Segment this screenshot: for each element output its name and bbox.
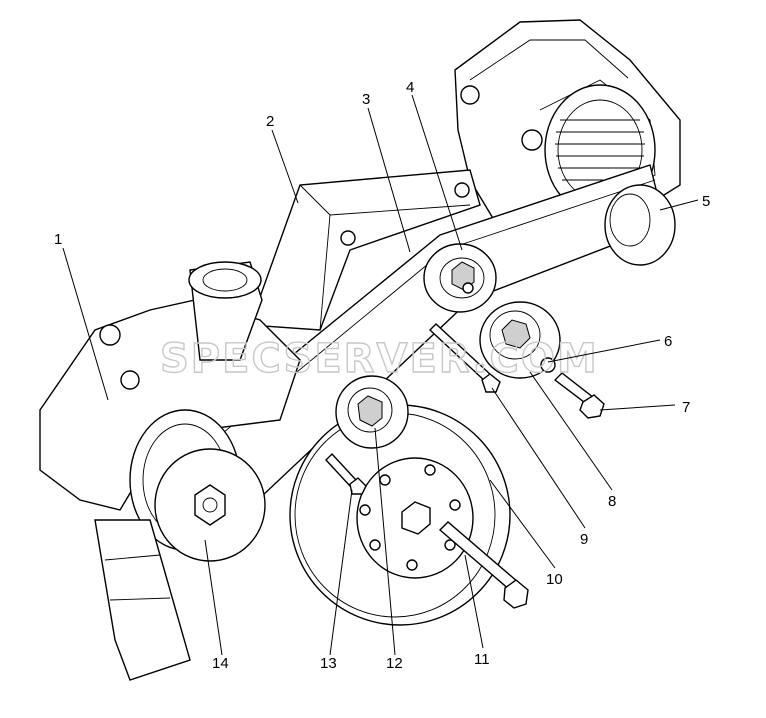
- crankshaft-bolt: [438, 521, 529, 609]
- callout-8: 8: [608, 493, 616, 510]
- callout-5: 5: [702, 193, 710, 210]
- crankshaft-pulley: [289, 404, 511, 626]
- idler-pulley: [479, 301, 605, 419]
- tensioner-bolt: [428, 323, 501, 393]
- alternator-pulley: [604, 184, 676, 266]
- tensioner-pulley: [423, 243, 497, 313]
- callout-11: 11: [474, 651, 490, 668]
- callout-9: 9: [580, 531, 588, 548]
- leader-lines: [62, 94, 699, 656]
- callout-10: 10: [546, 571, 563, 588]
- mounting-bracket: [249, 169, 481, 331]
- watermark: SPECSERVER.COM: [160, 336, 599, 382]
- callout-labels: 1 2 3 4 5 6 7 8 9 10 11 12 13 14: [54, 79, 710, 672]
- callout-13: 13: [320, 655, 337, 672]
- callout-14: 14: [212, 655, 229, 672]
- idler-pulley-lower: [325, 375, 409, 495]
- callout-3: 3: [362, 91, 370, 108]
- callout-1: 1: [54, 231, 62, 248]
- callout-12: 12: [386, 655, 403, 672]
- water-pump-pulley: [154, 448, 266, 562]
- callout-6: 6: [664, 333, 672, 350]
- callout-4: 4: [406, 79, 414, 96]
- callout-2: 2: [266, 113, 274, 130]
- callout-7: 7: [682, 399, 690, 416]
